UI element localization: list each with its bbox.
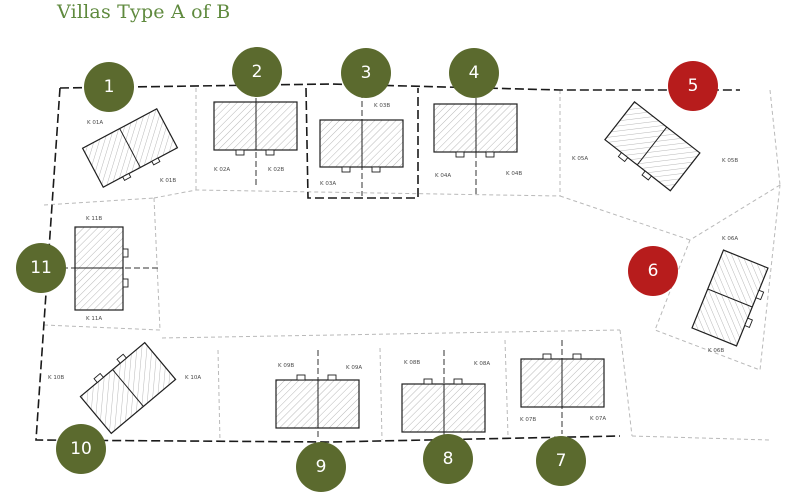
plot-marker-7[interactable]: 7	[536, 436, 586, 486]
unit-label-k03a: K 03A	[320, 181, 336, 187]
villa-5	[604, 101, 701, 192]
unit-label-k09a: K 09A	[346, 365, 362, 371]
villa-6	[691, 249, 769, 347]
plot-marker-3[interactable]: 3	[341, 48, 391, 98]
plot-marker-6[interactable]: 6	[628, 246, 678, 296]
plot-markers: 1 2 3 4 5 6 7 8	[16, 47, 718, 492]
plot-marker-11-circle	[16, 243, 66, 293]
unit-label-k04a: K 04A	[435, 173, 451, 179]
plot-marker-10-label: 10	[70, 439, 92, 459]
villa-houses	[74, 101, 769, 435]
plot-marker-1-circle	[84, 62, 134, 112]
plot-marker-9-label: 9	[316, 457, 327, 477]
unit-label-k11b: K 11B	[86, 216, 102, 222]
plot-marker-1-label: 1	[104, 77, 115, 97]
unit-label-k09b: K 09B	[278, 363, 294, 369]
plot-3-boundary	[305, 87, 419, 199]
unit-label-k06a: K 06A	[722, 236, 738, 242]
plot-marker-11-label: 11	[30, 258, 52, 278]
plot-marker-9-circle	[296, 442, 346, 492]
villa-2	[213, 101, 298, 156]
plot-marker-5[interactable]: 5	[668, 61, 718, 111]
plot-marker-9[interactable]: 9	[296, 442, 346, 492]
plot-marker-10[interactable]: 10	[56, 424, 106, 474]
unit-label-k10a: K 10A	[185, 375, 201, 381]
plot-marker-5-circle	[668, 61, 718, 111]
unit-labels: K 01A K 01B K 02A K 02B K 03A K 03B K 04…	[48, 103, 738, 423]
plot-marker-8-circle	[423, 434, 473, 484]
lot-lines	[43, 88, 781, 443]
villa-8	[401, 378, 486, 433]
villa-7	[520, 353, 605, 408]
unit-label-k05b: K 05B	[722, 158, 738, 164]
plot-marker-2-circle	[232, 47, 282, 97]
unit-label-k05a: K 05A	[572, 156, 588, 162]
unit-label-k04b: K 04B	[506, 171, 522, 177]
villa-10	[79, 341, 177, 435]
unit-label-k08b: K 08B	[404, 360, 420, 366]
unit-label-k03b: K 03B	[374, 103, 390, 109]
plot-marker-6-label: 6	[648, 261, 659, 281]
unit-label-k08a: K 08A	[474, 361, 490, 367]
plot-marker-8-label: 8	[443, 449, 454, 469]
unit-label-k07a: K 07A	[590, 416, 606, 422]
villa-9	[275, 374, 360, 429]
villa-3	[319, 119, 404, 173]
plot-marker-11[interactable]: 11	[16, 243, 66, 293]
plot-marker-1[interactable]: 1	[84, 62, 134, 112]
villa-1	[81, 108, 179, 188]
unit-label-k07b: K 07B	[520, 417, 536, 423]
villa-4	[433, 103, 518, 158]
plot-marker-4-circle	[449, 48, 499, 98]
plot-marker-6-circle	[628, 246, 678, 296]
plot-marker-7-circle	[536, 436, 586, 486]
unit-label-k02a: K 02A	[214, 167, 230, 173]
plot-marker-2[interactable]: 2	[232, 47, 282, 97]
plot-marker-3-label: 3	[361, 63, 372, 83]
plot-marker-3-circle	[341, 48, 391, 98]
plot-marker-2-label: 2	[252, 62, 263, 82]
plot-marker-7-label: 7	[556, 451, 567, 471]
plot-marker-10-circle	[56, 424, 106, 474]
villa-11	[74, 226, 129, 311]
unit-label-k01b: K 01B	[160, 178, 176, 184]
plot-marker-8[interactable]: 8	[423, 434, 473, 484]
unit-label-k10b: K 10B	[48, 375, 64, 381]
plot-marker-5-label: 5	[688, 76, 699, 96]
plot-marker-4-label: 4	[469, 63, 480, 83]
unit-label-k01a: K 01A	[87, 120, 103, 126]
unit-label-k11a: K 11A	[86, 316, 102, 322]
page-title: Villas Type A of B	[57, 1, 231, 23]
plot-marker-4[interactable]: 4	[449, 48, 499, 98]
unit-label-k06b: K 06B	[708, 348, 724, 354]
unit-label-k02b: K 02B	[268, 167, 284, 173]
